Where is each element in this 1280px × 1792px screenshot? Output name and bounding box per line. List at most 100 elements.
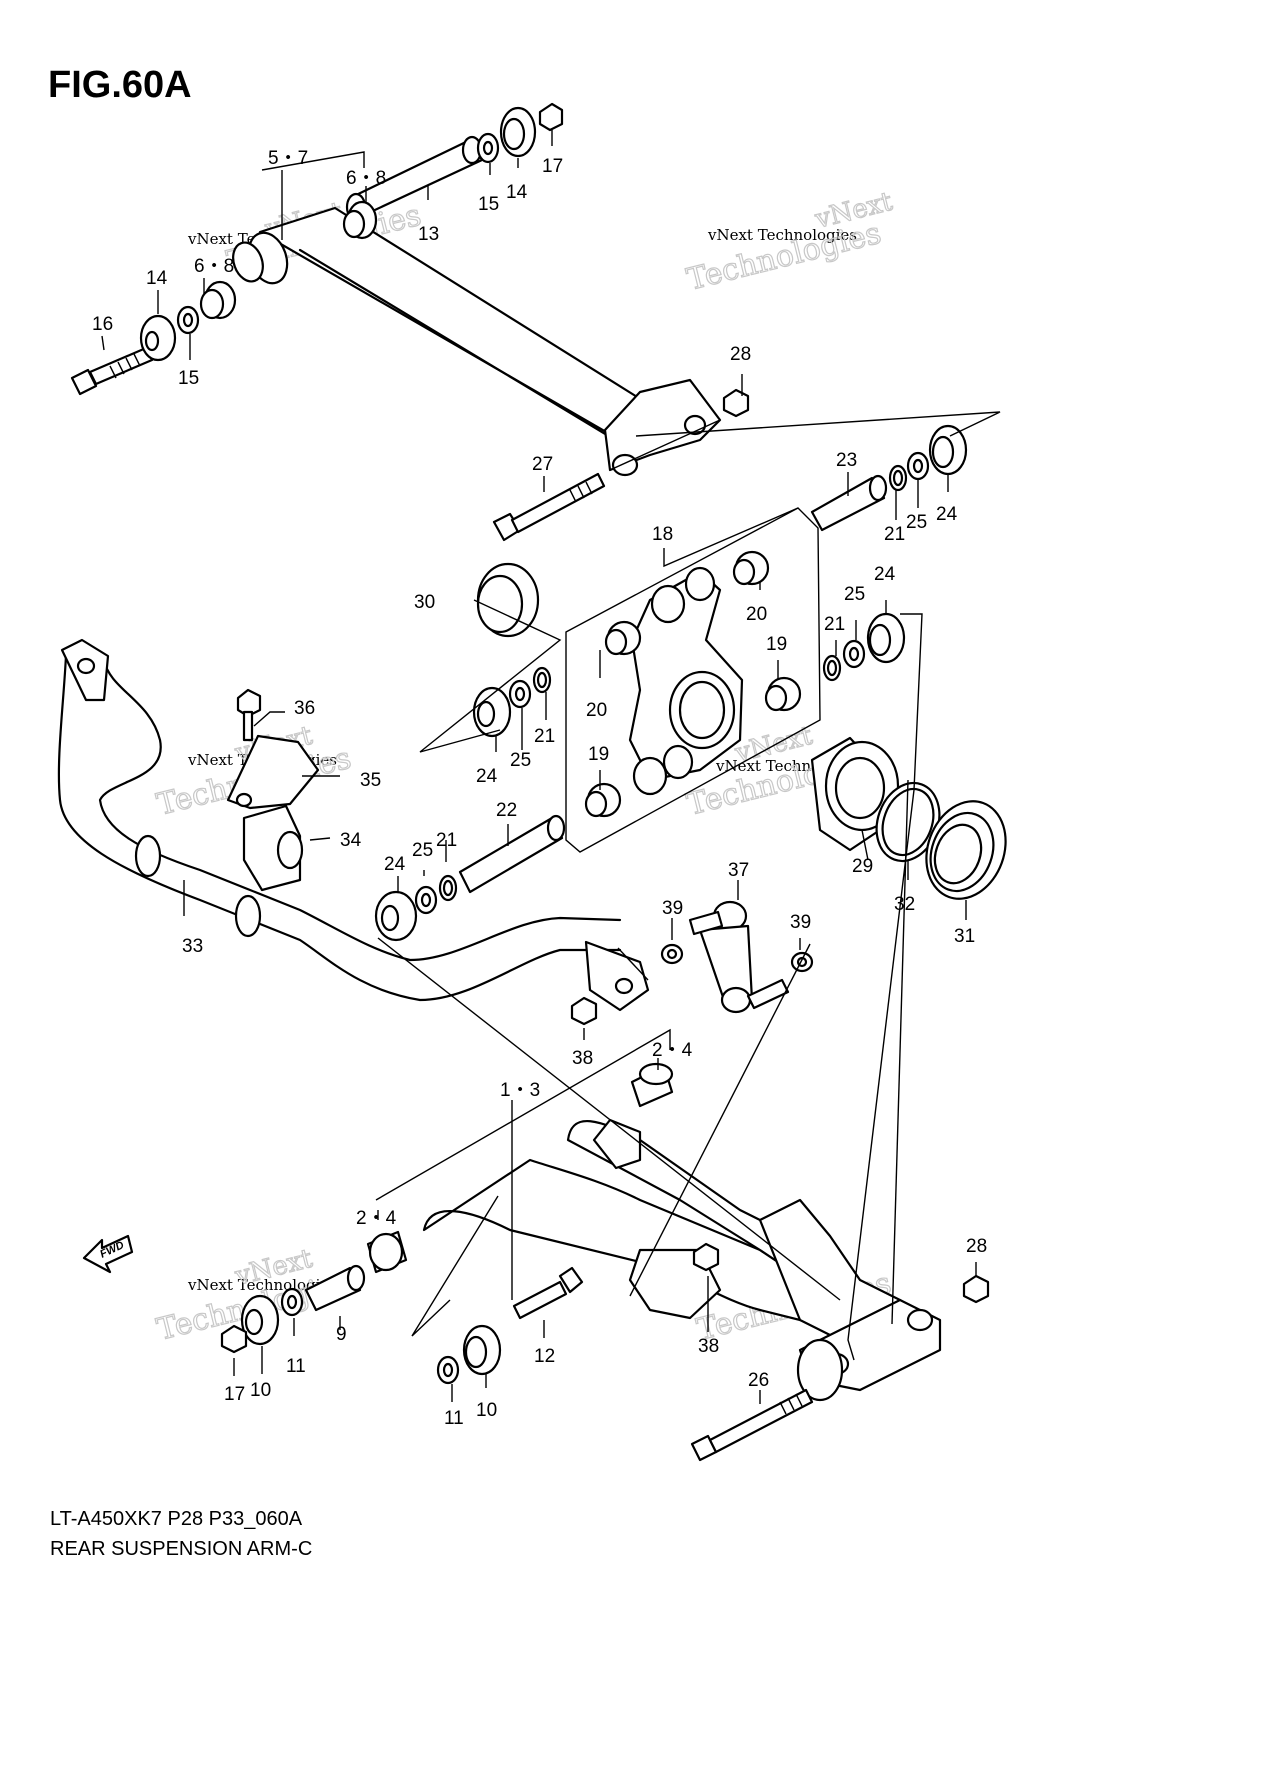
bolt-26 [690, 1388, 814, 1462]
callout: 25 [844, 584, 865, 605]
callout: 19 [588, 744, 609, 765]
seal-10-mid [462, 1324, 502, 1376]
callout: 24 [936, 504, 958, 525]
seal-30 [476, 562, 540, 638]
bearing-29 [810, 736, 900, 852]
nut-38-lower [692, 1242, 720, 1272]
bushing-34 [242, 804, 304, 892]
callout: 25 [412, 840, 433, 861]
arrow-forward-icon: FWD [82, 1234, 134, 1274]
callout: 15 [478, 194, 499, 215]
washer-25-right [842, 639, 866, 669]
seal-24-mid [472, 686, 512, 738]
callout: 19 [766, 634, 787, 655]
callout: 20 [746, 604, 767, 625]
knuckle-18 [628, 566, 744, 796]
bushing-68-left [199, 280, 237, 320]
callout: 25 [510, 750, 531, 771]
nut-17-top [538, 102, 564, 132]
seal-24-top [928, 424, 968, 476]
bushing-24-upper [630, 1062, 674, 1108]
washer-11-left [280, 1287, 304, 1317]
seal-14-left [139, 314, 177, 362]
nut-38-upper [570, 996, 598, 1026]
diagram-name-caption: REAR SUSPENSION ARM-C [50, 1538, 313, 1560]
callout: 17 [224, 1384, 245, 1405]
upper-cross-tube [232, 206, 652, 457]
callout: 38 [572, 1048, 593, 1069]
callout: 21 [534, 726, 555, 747]
stabilizer-bar-33 [57, 638, 650, 1012]
callout: 15 [178, 368, 199, 389]
callout: 9 [336, 1324, 347, 1345]
lower-suspension-arm [422, 1118, 942, 1402]
callout: 2・4 [652, 1040, 693, 1061]
ring-21-top [888, 464, 908, 492]
callout: 11 [286, 1356, 306, 1377]
callout-numbers: 5・7 6・8 6・8 13 15 15 14 14 17 17 16 28 2… [92, 148, 987, 1429]
callout: 21 [436, 830, 457, 851]
callout: 1・3 [500, 1080, 540, 1101]
callout: 20 [586, 700, 607, 721]
page-title: FIG.60A [48, 64, 192, 106]
callout: 27 [532, 454, 553, 475]
callout: 12 [534, 1346, 555, 1367]
callout: 37 [728, 860, 749, 881]
washer-39-left [660, 943, 684, 965]
callout: 33 [182, 936, 203, 957]
callout: 24 [874, 564, 896, 585]
svg-text:vNext Technologies: vNext Technologies [187, 1276, 337, 1294]
bushing-24-lower [366, 1230, 408, 1274]
callout: 30 [414, 592, 435, 613]
bracket-35 [226, 734, 320, 810]
nut-28-top [722, 388, 750, 418]
stabilizer-link-37 [688, 900, 790, 1014]
callout: 21 [824, 614, 845, 635]
washer-25-low [414, 885, 438, 915]
callout: 11 [444, 1408, 464, 1429]
callout: 24 [476, 766, 498, 787]
bushing-19-b [584, 782, 622, 818]
pivot-pipe-9 [304, 1264, 366, 1312]
bushing-20-a [732, 550, 770, 586]
callout: 32 [894, 894, 915, 915]
bushing-68-top [342, 200, 378, 240]
callout: 10 [250, 1380, 271, 1401]
seal-24-right [866, 612, 906, 664]
washer-39-right [790, 951, 814, 973]
bushing-20-b [604, 620, 642, 656]
callout: 18 [652, 524, 673, 545]
model-code-caption: LT-A450XK7 P28 P33_060A [50, 1508, 303, 1530]
callout: 2・4 [356, 1208, 397, 1229]
seal-10-left [240, 1294, 280, 1346]
callout: 5・7 [268, 148, 308, 169]
callout: 25 [906, 512, 927, 533]
callout: 16 [92, 314, 113, 335]
bolt-12 [512, 1266, 584, 1320]
callout: 17 [542, 156, 563, 177]
callout: 21 [884, 524, 905, 545]
callout: 28 [730, 344, 751, 365]
callout: 23 [836, 450, 857, 471]
callout: 29 [852, 856, 873, 877]
washer-25-top [906, 451, 930, 481]
callout: 35 [360, 770, 381, 791]
callout: 6・8 [194, 256, 234, 277]
nut-28-low [962, 1274, 990, 1304]
boot-31 [925, 800, 1007, 900]
washer-11-mid [436, 1355, 460, 1385]
callout: 34 [340, 830, 362, 851]
bolt-27 [492, 472, 606, 542]
callout: 39 [662, 898, 683, 919]
bolt-36 [236, 688, 262, 742]
ring-21-right [822, 654, 842, 682]
callout: 39 [790, 912, 811, 933]
callout: 28 [966, 1236, 987, 1257]
callout: 13 [418, 224, 439, 245]
leader-lines [101, 130, 1001, 1404]
svg-text:vNext Technologies: vNext Technologies [707, 226, 857, 244]
seal-14-top [499, 106, 537, 158]
callout: 31 [954, 926, 975, 947]
pivot-pipe-22 [458, 814, 566, 894]
callout: 10 [476, 1400, 497, 1421]
